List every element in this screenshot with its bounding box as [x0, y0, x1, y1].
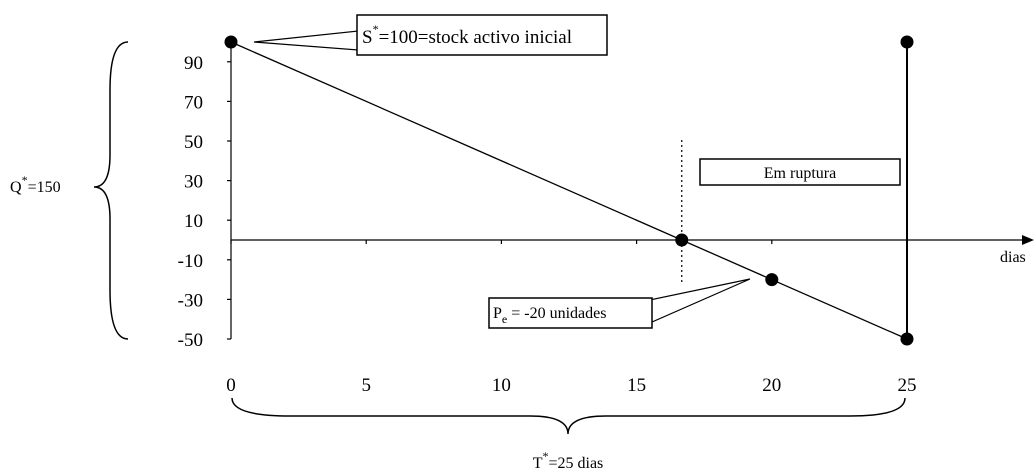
- x-tick-label: 25: [898, 375, 917, 396]
- y-tick-label: 90: [184, 53, 203, 74]
- stock-callout-pointer: [253, 30, 359, 51]
- q-brace: [93, 41, 129, 340]
- y-tick-label: 10: [184, 211, 203, 232]
- y-tick-label: -50: [178, 330, 203, 351]
- data-point: [900, 35, 914, 49]
- x-tick-label: 20: [762, 375, 781, 396]
- pe-annotation: Pe = -20 unidades: [493, 305, 606, 326]
- x-tick-label: 10: [492, 375, 511, 396]
- x-ticks: 0 5 10 15 20 25: [226, 240, 917, 396]
- data-point: [224, 35, 238, 49]
- y-tick-label: 30: [184, 172, 203, 193]
- x-tick-label: 5: [361, 375, 371, 396]
- data-point: [900, 332, 914, 346]
- y-tick-label: -10: [178, 251, 203, 272]
- x-axis-arrowhead: [1022, 235, 1034, 245]
- data-point: [675, 233, 689, 247]
- q-annotation: Q*=150: [10, 173, 61, 196]
- stock-annotation: S*=100=stock activo inicial: [362, 22, 572, 48]
- ruptura-label: Em ruptura: [764, 165, 836, 182]
- ruptura-box: [699, 158, 901, 186]
- y-tick-label: 70: [184, 92, 203, 113]
- axes: [230, 42, 1034, 339]
- data-point: [765, 273, 779, 287]
- y-ticks: 90 70 50 30 10 -10 -30 -50: [178, 53, 231, 351]
- pe-callout-pointer: [639, 278, 751, 323]
- x-tick-label: 15: [627, 375, 646, 396]
- stock-callout-box: [356, 14, 608, 56]
- t-annotation: T*=25 dias: [533, 449, 604, 472]
- y-tick-label: -30: [178, 290, 203, 311]
- points-group: [224, 35, 914, 346]
- pe-callout-box: [488, 297, 653, 329]
- x-tick-label: 0: [226, 375, 236, 396]
- x-axis-label: dias: [1000, 249, 1026, 266]
- y-tick-label: 50: [184, 132, 203, 153]
- series-line: [230, 41, 908, 340]
- t-brace: [231, 397, 906, 435]
- series-group: [230, 41, 908, 340]
